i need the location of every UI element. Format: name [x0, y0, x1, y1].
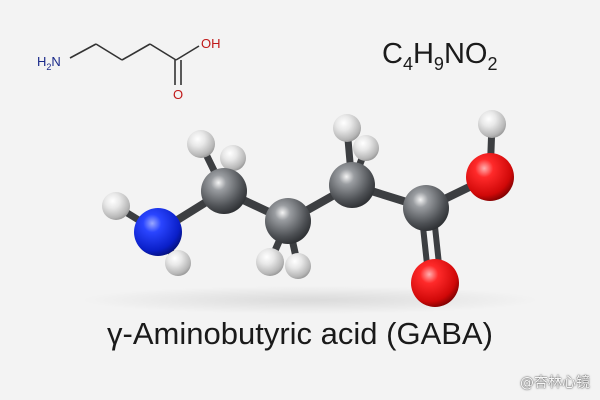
nitrogen-atom	[134, 208, 182, 256]
hydrogen-atom	[353, 135, 379, 161]
hydrogen-atom	[256, 248, 284, 276]
hydrogen-atom	[333, 114, 361, 142]
hydrogen-atom	[187, 130, 215, 158]
watermark: @杏林心镜	[520, 372, 590, 392]
model-shadow	[80, 286, 540, 314]
hydroxyl-label: OH	[201, 36, 221, 51]
diagram-title: γ-Aminobutyric acid (GABA)	[107, 316, 493, 351]
carbon-atom	[265, 198, 311, 244]
watermark-text: @杏林心镜	[520, 375, 590, 391]
skeletal-bonds	[69, 43, 200, 85]
carbon-atom	[403, 185, 449, 231]
hydrogen-atom	[102, 192, 130, 220]
oxygen-atom-carbonyl	[411, 259, 459, 307]
carbon-atom	[329, 162, 375, 208]
molecular-formula: C4H9NO2	[382, 38, 498, 74]
amine-label: H2N	[37, 54, 61, 72]
oxygen-atom-hydroxyl	[466, 153, 514, 201]
hydrogen-atom	[478, 110, 506, 138]
hydrogen-atom	[285, 253, 311, 279]
carbon-atom	[201, 168, 247, 214]
carbonyl-label: O	[173, 87, 183, 102]
hydrogen-atom	[220, 145, 246, 171]
hydrogen-atom	[165, 250, 191, 276]
